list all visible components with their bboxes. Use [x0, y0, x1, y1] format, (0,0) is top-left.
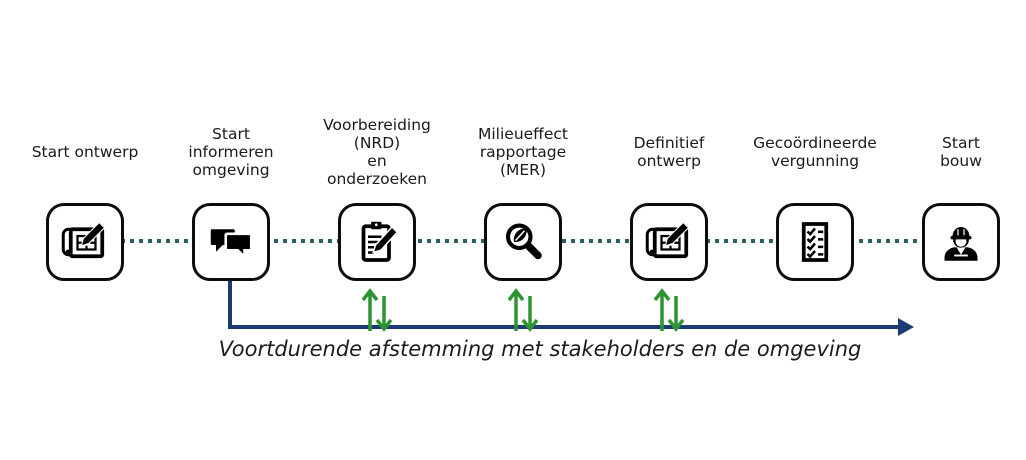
- step-icon-box: [338, 203, 416, 281]
- step-icon-box: [630, 203, 708, 281]
- step-label: Start informeren omgeving: [188, 125, 274, 179]
- step-icon-box: [484, 203, 562, 281]
- step-icon-box: [46, 203, 124, 281]
- step-gecoordineerde-vergunning: Gecoördineerde vergunning: [742, 104, 888, 334]
- speech-bubbles-icon: [210, 229, 253, 261]
- step-icon-box: [192, 203, 270, 281]
- step-milieueffect-rapportage-mer: Milieueffect rapportage (MER): [450, 104, 596, 334]
- step-label: Start ontwerp: [31, 143, 139, 161]
- steps-row: Start ontwerp Start informeren omgeving: [12, 104, 1026, 334]
- timeline-arrowhead-icon: [898, 318, 914, 336]
- timeline-caption: Voortdurende afstemming met stakeholders…: [218, 337, 862, 361]
- step-label: Start bouw: [940, 134, 982, 170]
- clipboard-pencil-icon: [361, 221, 399, 262]
- step-start-bouw: Start bouw: [888, 104, 1026, 334]
- timeline-vertical-line: [228, 281, 232, 327]
- step-label: Milieueffect rapportage (MER): [477, 125, 568, 179]
- blueprint-pencil-icon: [645, 221, 690, 259]
- feedback-arrows-icon: [507, 288, 539, 332]
- step-start-informeren-omgeving: Start informeren omgeving: [158, 104, 304, 334]
- feedback-arrows-icon: [361, 288, 393, 332]
- step-start-ontwerp: Start ontwerp: [12, 104, 158, 334]
- step-voorbereiding-nrd-onderzoeken: Voorbereiding (NRD) en onderzoeken: [304, 104, 450, 334]
- magnifier-leaf-icon: [505, 223, 542, 260]
- feedback-arrows-icon: [653, 288, 685, 332]
- blueprint-pencil-icon: [61, 221, 106, 259]
- construction-worker-icon: [944, 227, 978, 261]
- step-icon-box: [922, 203, 1000, 281]
- timeline-horizontal-line: [228, 325, 906, 329]
- checklist-icon: [801, 222, 829, 262]
- step-label: Voorbereiding (NRD) en onderzoeken: [323, 116, 431, 188]
- step-icon-box: [776, 203, 854, 281]
- step-definitief-ontwerp: Definitief ontwerp: [596, 104, 742, 334]
- step-label: Gecoördineerde vergunning: [753, 134, 877, 170]
- step-label: Definitief ontwerp: [633, 134, 705, 170]
